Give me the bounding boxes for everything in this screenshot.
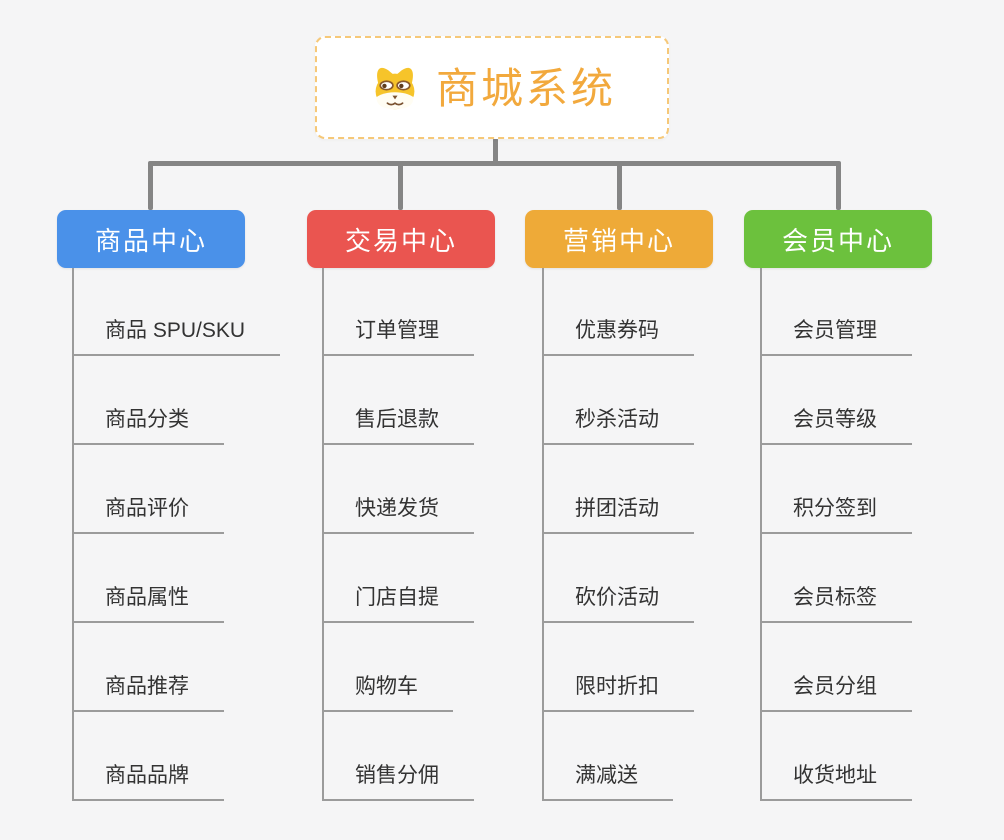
leaf-node-shipping-address[interactable]: 收货地址 [760, 757, 912, 801]
leaf-node-group-buy[interactable]: 拼团活动 [542, 490, 694, 534]
leaf-node-full-reduction[interactable]: 满减送 [542, 757, 673, 801]
connector-drop-product [148, 163, 153, 210]
connector-drop-marketing [617, 163, 622, 210]
leaf-node-member-management[interactable]: 会员管理 [760, 312, 912, 356]
leaf-node-product-attribute[interactable]: 商品属性 [72, 579, 224, 623]
leaf-node-sales-commission[interactable]: 销售分佣 [322, 757, 474, 801]
leaf-node-express-delivery[interactable]: 快递发货 [322, 490, 474, 534]
branch-spine-member [760, 268, 762, 800]
leaf-node-member-tag[interactable]: 会员标签 [760, 579, 912, 623]
branch-spine-trade [322, 268, 324, 800]
leaf-node-product-brand[interactable]: 商品品牌 [72, 757, 224, 801]
connector-bus [148, 161, 841, 166]
shiba-dog-icon [368, 61, 422, 115]
branch-node-trade-center[interactable]: 交易中心 [307, 210, 495, 268]
branch-spine-marketing [542, 268, 544, 800]
leaf-node-shopping-cart[interactable]: 购物车 [322, 668, 453, 712]
branch-spine-product [72, 268, 74, 800]
leaf-node-points-checkin[interactable]: 积分签到 [760, 490, 912, 534]
leaf-node-bargain-activity[interactable]: 砍价活动 [542, 579, 694, 623]
leaf-node-member-level[interactable]: 会员等级 [760, 401, 912, 445]
leaf-node-product-recommend[interactable]: 商品推荐 [72, 668, 224, 712]
branch-node-member-center[interactable]: 会员中心 [744, 210, 932, 268]
branch-node-marketing-center[interactable]: 营销中心 [525, 210, 713, 268]
connector-root-stub [493, 138, 498, 165]
leaf-node-product-review[interactable]: 商品评价 [72, 490, 224, 534]
root-title: 商城系统 [435, 64, 616, 112]
leaf-node-flash-sale[interactable]: 秒杀活动 [542, 401, 694, 445]
leaf-node-store-pickup[interactable]: 门店自提 [322, 579, 474, 623]
leaf-node-order-management[interactable]: 订单管理 [322, 312, 474, 356]
leaf-node-product-category[interactable]: 商品分类 [72, 401, 224, 445]
leaf-node-limited-time-discount[interactable]: 限时折扣 [542, 668, 694, 712]
connector-drop-trade [398, 163, 403, 210]
leaf-node-member-group[interactable]: 会员分组 [760, 668, 912, 712]
connector-drop-member [836, 163, 841, 210]
leaf-node-coupon-code[interactable]: 优惠券码 [542, 312, 694, 356]
leaf-node-product-spu-sku[interactable]: 商品 SPU/SKU [72, 312, 281, 356]
root-node[interactable]: 商城系统 [315, 36, 669, 139]
leaf-node-after-sale-refund[interactable]: 售后退款 [322, 401, 474, 445]
branch-node-product-center[interactable]: 商品中心 [57, 210, 245, 268]
